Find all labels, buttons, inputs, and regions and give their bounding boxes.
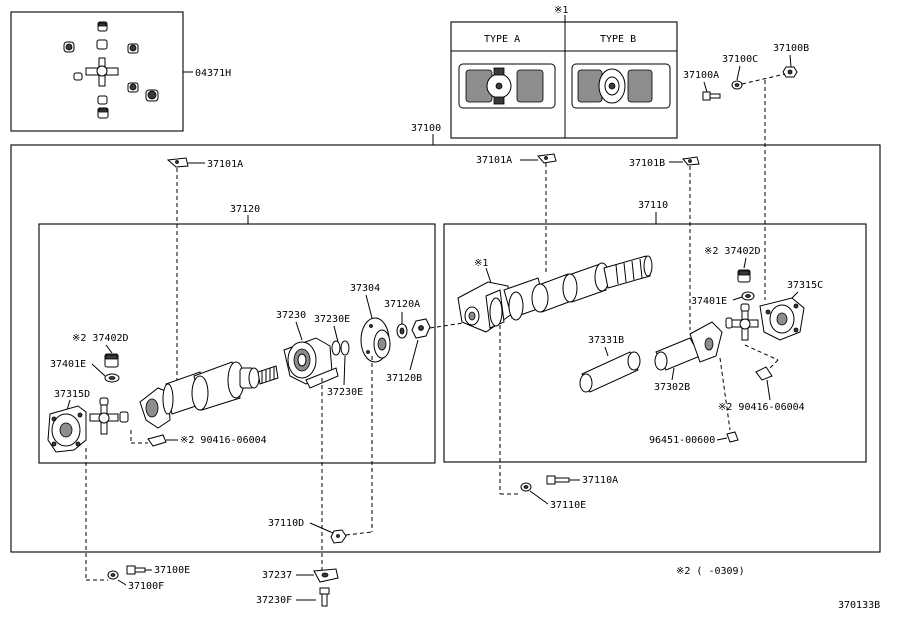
label-37402D-right: ※2 37402D — [704, 246, 761, 257]
nut-37120A-37120B: 37120A 37120B — [384, 299, 471, 384]
label-96451: 96451-00600 — [649, 435, 715, 446]
label-37304: 37304 — [350, 283, 380, 294]
sub-assembly-box-37110: 37110 — [443, 200, 867, 463]
center-bearing-37230: 37230 — [276, 310, 339, 389]
washers-37230E: 37230E 37230E — [314, 314, 363, 398]
label-37110: 37110 — [638, 200, 668, 211]
label-90416-right: ※2 90416-06004 — [718, 402, 805, 413]
label-37100F: 37100F — [128, 581, 164, 592]
bracket-37237-37230F: 37237 37230F — [256, 568, 339, 607]
spider-right — [725, 303, 759, 341]
label-37101B: 37101B — [629, 158, 665, 169]
type-b-joint-illustration — [571, 63, 671, 109]
type-a-label: TYPE A — [484, 34, 520, 45]
grease-fitting-right: ※2 37402D 37401E — [691, 246, 761, 307]
bolts-37100E-37100F: 37100E 37100F — [85, 448, 190, 592]
label-37120: 37120 — [230, 204, 260, 215]
bolt-90416-right: ※2 90416-06004 — [718, 344, 805, 413]
label-37110A: 37110A — [582, 475, 618, 486]
yoke-shaft-left — [139, 361, 279, 429]
bolt-37110A: 37110A — [499, 325, 618, 495]
grease-fitting-left: ※2 37402D 37401E — [50, 333, 129, 383]
label-37402D-left: ※2 37402D — [72, 333, 129, 344]
label-37100C: 37100C — [722, 54, 758, 65]
label-90416-left: ※2 90416-06004 — [180, 435, 267, 446]
label-37230: 37230 — [276, 310, 306, 321]
label-mark1: ※1 — [474, 258, 488, 269]
label-37230E-lower: 37230E — [327, 387, 363, 398]
label-37100E: 37100E — [154, 565, 190, 576]
label-37100A: 37100A — [683, 70, 719, 81]
label-37120B: 37120B — [386, 373, 422, 384]
type-comparison-box: ※1 TYPE A TYPE B — [450, 5, 678, 139]
flange-37315C: 37315C — [759, 280, 823, 341]
spider-left — [89, 397, 129, 435]
label-04371H: 04371H — [195, 68, 231, 79]
washer-37110E: 37110E — [520, 482, 586, 511]
label-37401E-left: 37401E — [50, 359, 86, 370]
footnote-mark2: ※2 ( -0309) — [676, 566, 745, 577]
note-marker-1: ※1 — [554, 5, 568, 16]
label-37110D: 37110D — [268, 518, 304, 529]
label-37302B: 37302B — [654, 382, 690, 393]
universal-joint-shaft-right: ※1 — [457, 255, 653, 333]
bolt-90416-left: ※2 90416-06004 — [130, 430, 267, 447]
diagram-id: 370133B — [838, 600, 880, 611]
label-37315D: 37315D — [54, 389, 90, 400]
label-37120A: 37120A — [384, 299, 420, 310]
type-b-label: TYPE B — [600, 34, 636, 45]
yoke-37302B: 37302B — [654, 321, 723, 393]
sub-assembly-box-37120: 37120 — [38, 204, 436, 464]
clip-37101A-left: 37101A — [166, 157, 243, 385]
assembly-box-37100: 37100 — [10, 123, 881, 553]
seal-96451: 96451-00600 — [649, 357, 739, 446]
type-a-joint-illustration — [458, 63, 556, 109]
top-right-fasteners: 37100C 37100B 37100A — [683, 43, 809, 300]
label-37101A-center: 37101A — [476, 155, 512, 166]
label-37401E-right: 37401E — [691, 296, 727, 307]
spider-kit-parts — [63, 21, 159, 119]
spider-kit-box: 04371H — [10, 11, 231, 132]
flange-37304: 37304 — [350, 283, 391, 363]
label-37101A-left: 37101A — [207, 159, 243, 170]
flange-37315D: 37315D — [47, 389, 90, 453]
clip-37101B: 37101B — [629, 156, 700, 330]
label-37315C: 37315C — [787, 280, 823, 291]
sleeve-37331B: 37331B — [579, 335, 641, 393]
label-37100: 37100 — [411, 123, 441, 134]
label-37100B: 37100B — [773, 43, 809, 54]
nut-37110D: 37110D — [268, 356, 373, 580]
label-37331B: 37331B — [588, 335, 624, 346]
label-37237: 37237 — [262, 570, 292, 581]
label-37110E: 37110E — [550, 500, 586, 511]
clip-37101A-center: 37101A — [476, 153, 557, 275]
label-37230F: 37230F — [256, 595, 292, 606]
label-37230E-upper: 37230E — [314, 314, 350, 325]
